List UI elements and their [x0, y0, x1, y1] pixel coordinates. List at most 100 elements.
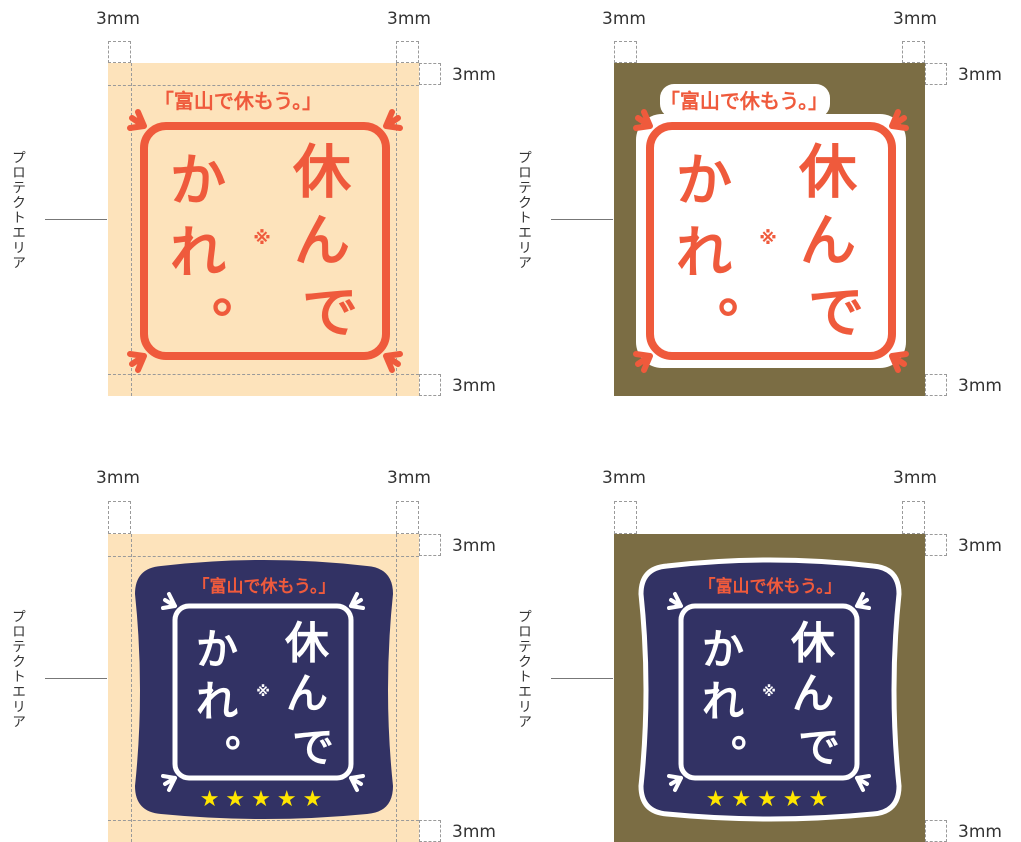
background-peach: [108, 63, 419, 396]
logo-white-outline: [636, 114, 906, 368]
panel-orange-on-peach: 3mm 3mm 3mm 3mm プロテクトエリア 「富山で休もう。」 か れ 。…: [0, 0, 510, 421]
logo-period: 。: [718, 265, 770, 325]
margin-label-right-top: 3mm: [958, 65, 1002, 85]
logo-kana-n: ん: [792, 669, 834, 718]
margin-box-top-left: [614, 41, 637, 63]
logo-period: 。: [225, 710, 265, 756]
logo-center-mark: ※: [256, 684, 270, 700]
margin-box-top-left: [108, 41, 131, 63]
margin-label-top-left: 3mm: [96, 9, 140, 29]
margin-label-right-bottom: 3mm: [958, 822, 1002, 842]
margin-box-right-top: [419, 534, 441, 556]
logo-center-mark: ※: [759, 228, 777, 249]
protect-area-label: プロテクトエリア: [516, 150, 532, 270]
logo-kanji-yasu: 休: [798, 138, 858, 206]
margin-label-top-left: 3mm: [96, 468, 140, 488]
badge-shape: [638, 557, 902, 822]
logo-kana-re: れ: [196, 677, 238, 726]
protect-area-leader: [551, 219, 613, 220]
margin-label-right-top: 3mm: [452, 65, 496, 85]
frame-corner-ticks: [127, 109, 403, 373]
margin-label-top-right: 3mm: [893, 468, 937, 488]
margin-box-top-right: [902, 501, 925, 534]
logo-frame: [140, 122, 390, 360]
margin-box-right-top: [419, 63, 441, 85]
protect-line-top: [108, 556, 419, 557]
logo-period: 。: [731, 710, 771, 756]
margin-box-top-right: [396, 501, 419, 534]
logo-frame: [172, 603, 354, 781]
logo-kanji-yasu: 休: [284, 618, 330, 669]
badge-shape: [135, 560, 393, 819]
margin-box-right-top: [925, 63, 947, 85]
margin-label-right-top: 3mm: [452, 536, 496, 556]
margin-box-right-bottom: [419, 820, 441, 842]
logo-tagline: 「富山で休もう。」: [699, 576, 842, 597]
frame-corner-ticks: [633, 109, 909, 373]
logo-center-mark: ※: [253, 228, 271, 249]
margin-box-top-right: [396, 41, 419, 63]
margin-box-right-bottom: [925, 374, 947, 396]
margin-label-top-left: 3mm: [602, 9, 646, 29]
protect-line-right: [396, 534, 397, 842]
logo-kana-ka: か: [170, 149, 226, 214]
protect-area-label: プロテクトエリア: [10, 150, 26, 270]
protect-line-bottom: [108, 820, 419, 821]
margin-box-top-left: [108, 501, 131, 534]
margin-label-right-bottom: 3mm: [452, 376, 496, 396]
logo-tagline: 「富山で休もう。」: [193, 576, 336, 597]
margin-box-right-bottom: [925, 820, 947, 842]
logo-kana-re: れ: [676, 221, 732, 286]
panel-navy-on-peach: 3mm 3mm 3mm 3mm プロテクトエリア 「富山で休もう。」 か れ 。…: [0, 421, 510, 842]
logo-kanji-yasu: 休: [790, 618, 836, 669]
margin-label-right-bottom: 3mm: [958, 376, 1002, 396]
margin-label-top-right: 3mm: [893, 9, 937, 29]
margin-label-top-right: 3mm: [387, 468, 431, 488]
logo-kana-de: で: [798, 723, 840, 772]
protect-area-leader: [551, 678, 613, 679]
margin-box-right-bottom: [419, 374, 441, 396]
logo-kana-ka: か: [196, 625, 238, 674]
logo-kana-n: ん: [286, 669, 328, 718]
logo-kana-de: で: [292, 723, 334, 772]
logo-kana-ka: か: [702, 625, 744, 674]
protect-line-bottom: [108, 374, 419, 375]
protect-line-right: [396, 63, 397, 396]
margin-box-top-left: [614, 501, 637, 534]
margin-label-top-right: 3mm: [387, 9, 431, 29]
logo-kana-ka: か: [676, 149, 732, 214]
logo-kana-de: で: [808, 281, 864, 346]
logo-tagline: 「富山で休もう。」: [154, 89, 322, 113]
margin-label-top-left: 3mm: [602, 468, 646, 488]
logo-orange-outlined: 「富山で休もう。」 か れ 。 ※ 休 ん で: [633, 84, 909, 373]
logo-tagline: 「富山で休もう。」: [660, 89, 828, 113]
logo-navy-badge: 「富山で休もう。」 か れ 。 ※ 休 ん で ★★★★★: [135, 560, 393, 819]
logo-kanji-yasu: 休: [292, 138, 352, 206]
margin-label-right-bottom: 3mm: [452, 822, 496, 842]
panel-orange-on-olive: 3mm 3mm 3mm 3mm プロテクトエリア 「富山で休もう。」 か れ 。…: [506, 0, 1016, 421]
logo-orange: 「富山で休もう。」 か れ 。 ※ 休 ん で: [127, 89, 403, 373]
panel-navy-on-olive: 3mm 3mm 3mm 3mm プロテクトエリア 「富山で休もう。」 か れ 。…: [506, 421, 1016, 842]
logo-navy-badge-outlined: 「富山で休もう。」 か れ 。 ※ 休 ん で ★★★★★: [638, 557, 902, 822]
logo-period: 。: [212, 265, 264, 325]
margin-box-top-right: [902, 41, 925, 63]
protect-area-leader: [45, 678, 107, 679]
margin-box-right-top: [925, 534, 947, 556]
protect-line-top: [108, 85, 419, 86]
frame-corner-ticks: [667, 592, 871, 792]
logo-stars: ★★★★★: [200, 787, 329, 812]
logo-kana-re: れ: [170, 221, 226, 286]
logo-frame: [678, 603, 860, 781]
protect-area-leader: [45, 219, 107, 220]
logo-kana-n: ん: [800, 209, 856, 274]
tagline-white-plate: [660, 84, 830, 118]
frame-corner-ticks: [161, 592, 365, 792]
logo-frame: [646, 122, 896, 360]
logo-kana-re: れ: [702, 677, 744, 726]
protect-line-left: [131, 534, 132, 842]
logo-kana-n: ん: [294, 209, 350, 274]
logo-center-mark: ※: [762, 684, 776, 700]
protect-area-label: プロテクトエリア: [516, 609, 532, 729]
protect-area-label: プロテクトエリア: [10, 609, 26, 729]
logo-kana-de: で: [302, 281, 358, 346]
